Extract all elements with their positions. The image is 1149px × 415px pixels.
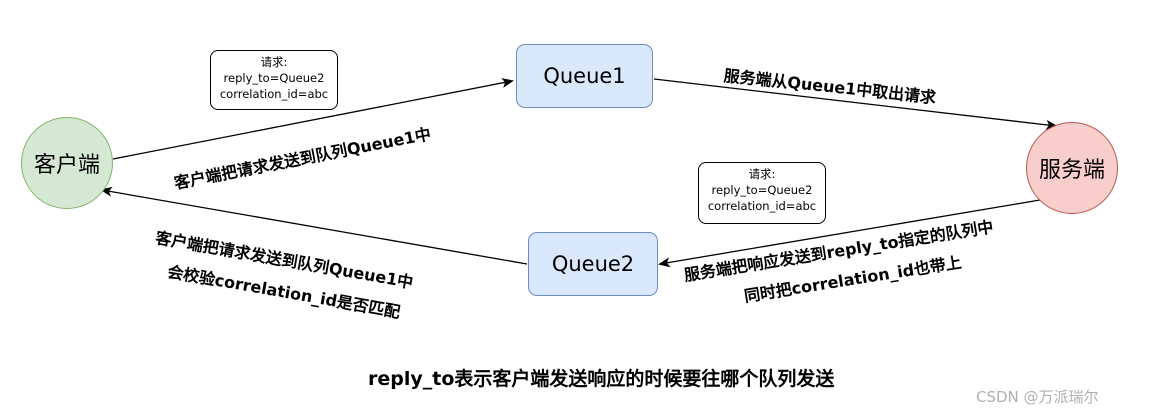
queue1-node: Queue1: [516, 44, 653, 108]
edge-client-to-queue1: [112, 78, 514, 160]
request-note-right: 请求: reply_to=Queue2 correlation_id=abc: [698, 162, 826, 224]
note-top-line-2: reply_to=Queue2: [223, 71, 325, 85]
queue2-label: Queue2: [551, 252, 635, 276]
queue1-label: Queue1: [543, 64, 626, 88]
server-node: 服务端: [1026, 122, 1118, 214]
server-label: 服务端: [1038, 158, 1105, 183]
note-right-line-1: 请求:: [748, 167, 776, 181]
note-top-line-3: correlation_id=abc: [219, 87, 329, 101]
edge-queue2-to-client: [100, 186, 528, 265]
watermark: CSDN @万派瑞尔: [976, 388, 1099, 406]
note-right-line-2: reply_to=Queue2: [711, 183, 813, 197]
note-top-line-1: 请求:: [260, 55, 288, 69]
note-right-line-3: correlation_id=abc: [707, 199, 817, 213]
edge-server-to-queue2: [658, 199, 1041, 268]
queue2-node: Queue2: [528, 232, 658, 296]
client-node: 客户端: [21, 117, 113, 209]
client-label: 客户端: [33, 153, 100, 178]
edge-queue1-to-server: [653, 78, 1058, 130]
diagram-caption: reply_to表示客户端发送响应的时候要往哪个队列发送: [368, 368, 835, 390]
request-note-top: 请求: reply_to=Queue2 correlation_id=abc: [210, 50, 338, 110]
